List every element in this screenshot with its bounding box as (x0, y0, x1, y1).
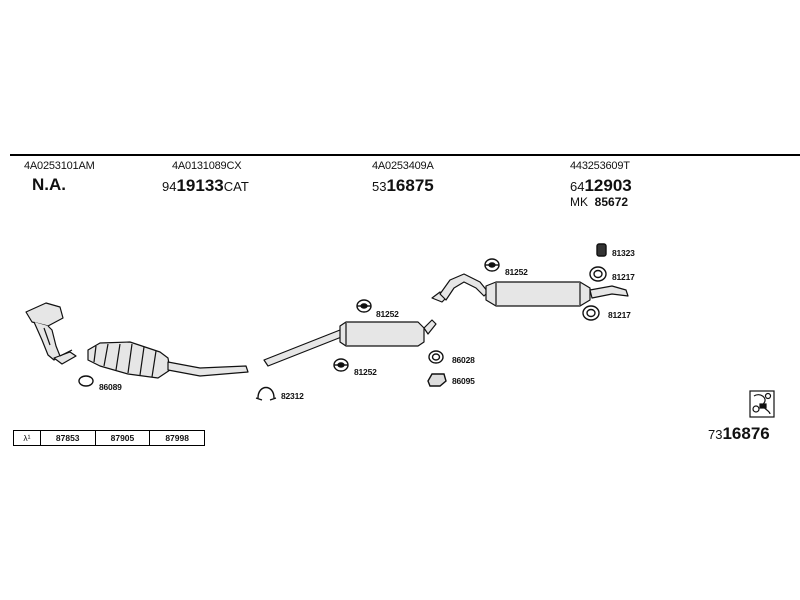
part-label-86095: 86095 (452, 376, 475, 386)
part-suffix: CAT (223, 179, 249, 194)
oem-number-2: 4A0131089CX (172, 160, 242, 172)
part-label-81252: 81252 (354, 367, 377, 377)
part-label-81252: 81252 (505, 267, 528, 277)
part-label-81217: 81217 (612, 272, 635, 282)
bracket-icon (596, 243, 607, 257)
part-number-catalyst: 9419133CAT (162, 176, 249, 196)
middle-pipe-drawing (263, 319, 437, 367)
rear-silencer-drawing (431, 273, 629, 307)
part-main: 16875 (386, 176, 434, 195)
rubber-hanger-icon (356, 299, 372, 313)
oem-number-3: 4A0253409A (372, 160, 434, 172)
part-label-86089: 86089 (99, 382, 122, 392)
clamp-icon (255, 386, 277, 401)
part-label-82312: 82312 (281, 391, 304, 401)
part-prefix: 94 (162, 179, 177, 194)
mk-number: 85672 (594, 195, 629, 209)
sensor-number: 87905 (96, 431, 151, 445)
part-number-na: N.A. (32, 175, 66, 194)
part-label-81323: 81323 (612, 248, 635, 258)
lambda-symbol: λ¹ (14, 431, 41, 445)
oem-number-1: 4A0253101AM (24, 160, 95, 172)
sensor-number: 87853 (41, 431, 96, 445)
clamp-piece-icon (427, 373, 447, 387)
part-number-rear-silencer: 6412903 (570, 176, 632, 196)
part-number-middle-silencer: 5316875 (372, 176, 434, 196)
part-label-81252: 81252 (376, 309, 399, 319)
part-main: 19133 (176, 176, 224, 195)
part-label-81217: 81217 (608, 310, 631, 320)
rubber-hanger-icon (333, 358, 349, 372)
front-pipe-drawing (25, 302, 77, 365)
footer-main: 16876 (722, 424, 770, 443)
mounting-kit-number: MK 85672 (570, 195, 628, 209)
mk-label: MK (570, 195, 588, 209)
gasket-icon (78, 375, 94, 387)
part-prefix: 64 (570, 179, 585, 194)
part-prefix: 53 (372, 179, 387, 194)
part-label-86028: 86028 (452, 355, 475, 365)
catalytic-converter-drawing (87, 341, 249, 379)
oem-number-4: 443253609T (570, 160, 630, 172)
part-main: 12903 (584, 176, 632, 195)
sensor-number: 87998 (165, 433, 189, 443)
diagram-symbol-icon (749, 390, 775, 418)
header-rule (10, 154, 800, 156)
footer-prefix: 73 (708, 427, 723, 442)
rubber-hanger-icon (484, 258, 500, 272)
diagram-reference-number: 7316876 (708, 424, 770, 444)
lambda-sensor-bar: λ¹ 87853 87905 87998 (13, 430, 205, 446)
